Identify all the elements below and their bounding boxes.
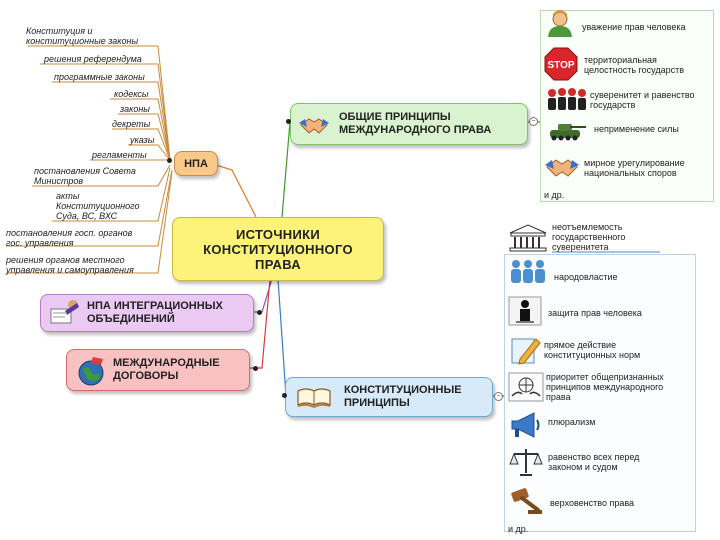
const-etc: и др. [508, 524, 529, 534]
npa-item-referendum: решения референдума [44, 54, 142, 64]
const-item-sovereignty: неотъемлемость государственного суверени… [552, 222, 626, 252]
intl-treaties-node[interactable]: МЕЖДУНАРОДНЫЕ ДОГОВОРЫ [66, 349, 250, 391]
integration-dot [257, 310, 262, 315]
general-principles-dot [286, 119, 291, 124]
government-building-icon [509, 224, 547, 252]
npa-item-state-bodies: постановления госп. органов гос. управле… [6, 228, 133, 248]
handshake-icon [545, 159, 579, 177]
tank-icon [550, 124, 586, 141]
integration-npa-label: НПА ИНТЕГРАЦИОННЫХ ОБЪЕДИНЕНИЙ [87, 300, 223, 325]
const-item-rule-of-law: верховенство права [550, 498, 635, 508]
person-icon [548, 10, 572, 37]
npa-item-decrees: декреты [112, 119, 151, 129]
handshake-icon [299, 118, 329, 134]
globe-hands-icon [508, 372, 544, 402]
central-topic[interactable]: ИСТОЧНИКИ КОНСТИТУЦИОННОГО ПРАВА [172, 217, 384, 281]
scales-icon [509, 449, 543, 476]
intl-treaties-dot [253, 366, 258, 371]
general-item-territorial-integrity: территориальная целостность государств [584, 55, 684, 75]
general-principles-node[interactable]: ОБЩИЕ ПРИНЦИПЫ МЕЖДУНАРОДНОГО ПРАВА [290, 103, 528, 145]
general-item-human-rights: уважение прав человека [582, 22, 686, 32]
open-book-icon [297, 388, 331, 408]
person-podium-icon [508, 296, 542, 326]
gavel-icon [511, 488, 542, 514]
npa-item-court-acts: акты Конституционного Суда, ВС, ВХС [56, 191, 140, 221]
stop-sign-text: STOP [547, 60, 574, 71]
npa-item-regulations: регламенты [92, 150, 147, 160]
const-item-direct-effect: прямое действие конституционных норм [544, 340, 641, 360]
pencil-document-icon [511, 338, 541, 365]
people-icon [511, 260, 545, 283]
npa-label: НПА [184, 157, 208, 170]
general-principles-collapse-toggle[interactable]: − [529, 117, 538, 126]
npa-item-constitution: Конституция и конституционные законы [26, 26, 139, 46]
const-item-international-law-priority: приоритет общепризнанных принципов между… [546, 372, 664, 402]
npa-item-codes: кодексы [114, 89, 149, 99]
constitutional-principles-node[interactable]: КОНСТИТУЦИОННЫЕ ПРИНЦИПЫ [285, 377, 493, 417]
stop-sign-icon: STOP [544, 47, 578, 81]
npa-item-edicts: указы [130, 135, 155, 145]
general-principles-label: ОБЩИЕ ПРИНЦИПЫ МЕЖДУНАРОДНОГО ПРАВА [339, 111, 492, 136]
central-label: ИСТОЧНИКИ КОНСТИТУЦИОННОГО ПРАВА [203, 226, 353, 272]
const-item-pluralism: плюрализм [548, 417, 596, 427]
constitutional-collapse-toggle[interactable]: − [494, 392, 503, 401]
integration-npa-node[interactable]: НПА ИНТЕГРАЦИОННЫХ ОБЪЕДИНЕНИЙ [40, 294, 254, 332]
general-etc: и др. [544, 190, 565, 200]
globe-icon [78, 357, 104, 386]
const-item-equality-before-law: равенство всех перед законом и судом [548, 452, 640, 472]
npa-item-local-government: решения органов местного управления и са… [6, 255, 134, 275]
intl-treaties-label: МЕЖДУНАРОДНЫЕ ДОГОВОРЫ [113, 357, 220, 382]
const-item-democracy: народовластие [554, 272, 618, 282]
npa-item-program-laws: программные законы [54, 72, 145, 82]
constitutional-dot [282, 393, 287, 398]
constitutional-principles-label: КОНСТИТУЦИОННЫЕ ПРИНЦИПЫ [344, 384, 462, 409]
general-item-non-use-of-force: неприменение силы [594, 124, 679, 134]
megaphone-icon [511, 412, 540, 438]
npa-joint-dot [167, 158, 172, 163]
npa-node[interactable]: НПА [174, 151, 218, 176]
npa-item-council-resolutions: постановления Совета Министров [34, 166, 136, 186]
agreement-signing-icon [50, 300, 79, 324]
general-item-sovereignty-equality: суверенитет и равенство государств [590, 90, 695, 110]
const-item-human-rights-protection: защита прав человека [548, 308, 642, 318]
general-item-peaceful-settlement: мирное урегулирование национальных споро… [584, 158, 685, 178]
people-group-icon [548, 88, 586, 110]
npa-item-laws: законы [120, 104, 150, 114]
